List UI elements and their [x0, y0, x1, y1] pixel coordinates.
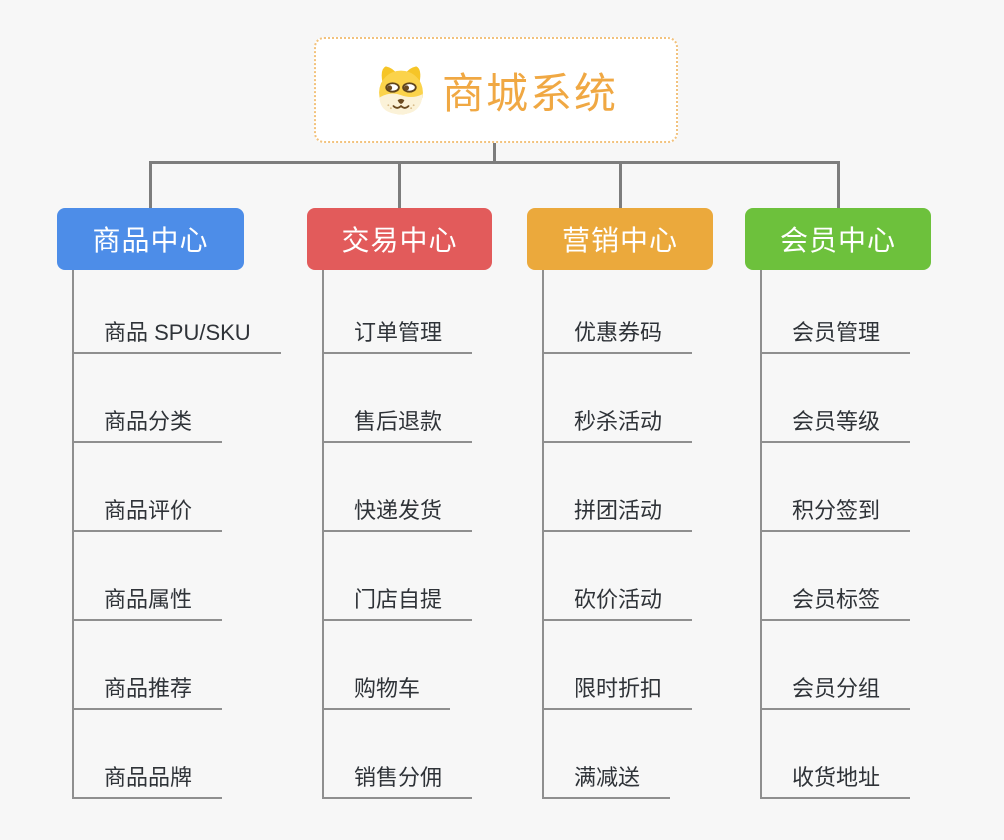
child-node-product-center-4[interactable]: 商品属性	[72, 581, 223, 621]
child-node-product-center-3[interactable]: 商品评价	[72, 492, 223, 532]
child-node-member-center-2[interactable]: 会员等级	[760, 403, 911, 443]
child-node-marketing-center-5[interactable]: 限时折扣	[542, 670, 693, 710]
child-node-member-center-5[interactable]: 会员分组	[760, 670, 911, 710]
branch-spine-product-center	[72, 270, 74, 799]
child-node-trade-center-2[interactable]: 售后退款	[322, 403, 473, 443]
branch-spine-trade-center	[322, 270, 324, 799]
child-node-trade-center-3[interactable]: 快递发货	[322, 492, 473, 532]
root-title: 商城系统	[441, 69, 618, 117]
branch-node-member-center[interactable]: 会员中心	[745, 208, 931, 270]
child-node-member-center-6[interactable]: 收货地址	[760, 759, 911, 799]
branch-spine-marketing-center	[542, 270, 544, 799]
connector-root-stem	[493, 143, 496, 164]
connector-drop-trade-center	[398, 161, 401, 208]
child-node-marketing-center-6[interactable]: 满减送	[542, 759, 671, 799]
branch-label-product-center: 商品中心	[92, 225, 209, 256]
child-node-trade-center-5[interactable]: 购物车	[322, 670, 451, 710]
root-node[interactable]: 商城系统	[314, 37, 678, 143]
child-node-marketing-center-3[interactable]: 拼团活动	[542, 492, 693, 532]
branch-label-trade-center: 交易中心	[341, 225, 458, 256]
child-node-member-center-1[interactable]: 会员管理	[760, 314, 911, 354]
child-node-marketing-center-4[interactable]: 砍价活动	[542, 581, 693, 621]
child-node-member-center-3[interactable]: 积分签到	[760, 492, 911, 532]
child-node-marketing-center-2[interactable]: 秒杀活动	[542, 403, 693, 443]
connector-drop-product-center	[149, 161, 152, 208]
child-node-product-center-2[interactable]: 商品分类	[72, 403, 223, 443]
branch-node-trade-center[interactable]: 交易中心	[307, 208, 492, 270]
child-node-product-center-5[interactable]: 商品推荐	[72, 670, 223, 710]
child-node-marketing-center-1[interactable]: 优惠券码	[542, 314, 693, 354]
child-node-product-center-1[interactable]: 商品 SPU/SKU	[72, 314, 281, 354]
branch-label-member-center: 会员中心	[779, 225, 896, 256]
child-node-trade-center-1[interactable]: 订单管理	[322, 314, 473, 354]
branch-node-marketing-center[interactable]: 营销中心	[527, 208, 713, 270]
branch-label-marketing-center: 营销中心	[561, 225, 678, 256]
child-node-member-center-4[interactable]: 会员标签	[760, 581, 911, 621]
connector-drop-member-center	[836, 161, 840, 208]
connector-horizontal-bar	[149, 161, 840, 164]
connector-drop-marketing-center	[618, 161, 622, 208]
child-node-trade-center-6[interactable]: 销售分佣	[322, 759, 473, 799]
dog-face-icon	[379, 66, 423, 115]
child-node-product-center-6[interactable]: 商品品牌	[72, 759, 223, 799]
child-node-trade-center-4[interactable]: 门店自提	[322, 581, 473, 621]
branch-spine-member-center	[760, 270, 762, 799]
branch-node-product-center[interactable]: 商品中心	[57, 208, 244, 270]
